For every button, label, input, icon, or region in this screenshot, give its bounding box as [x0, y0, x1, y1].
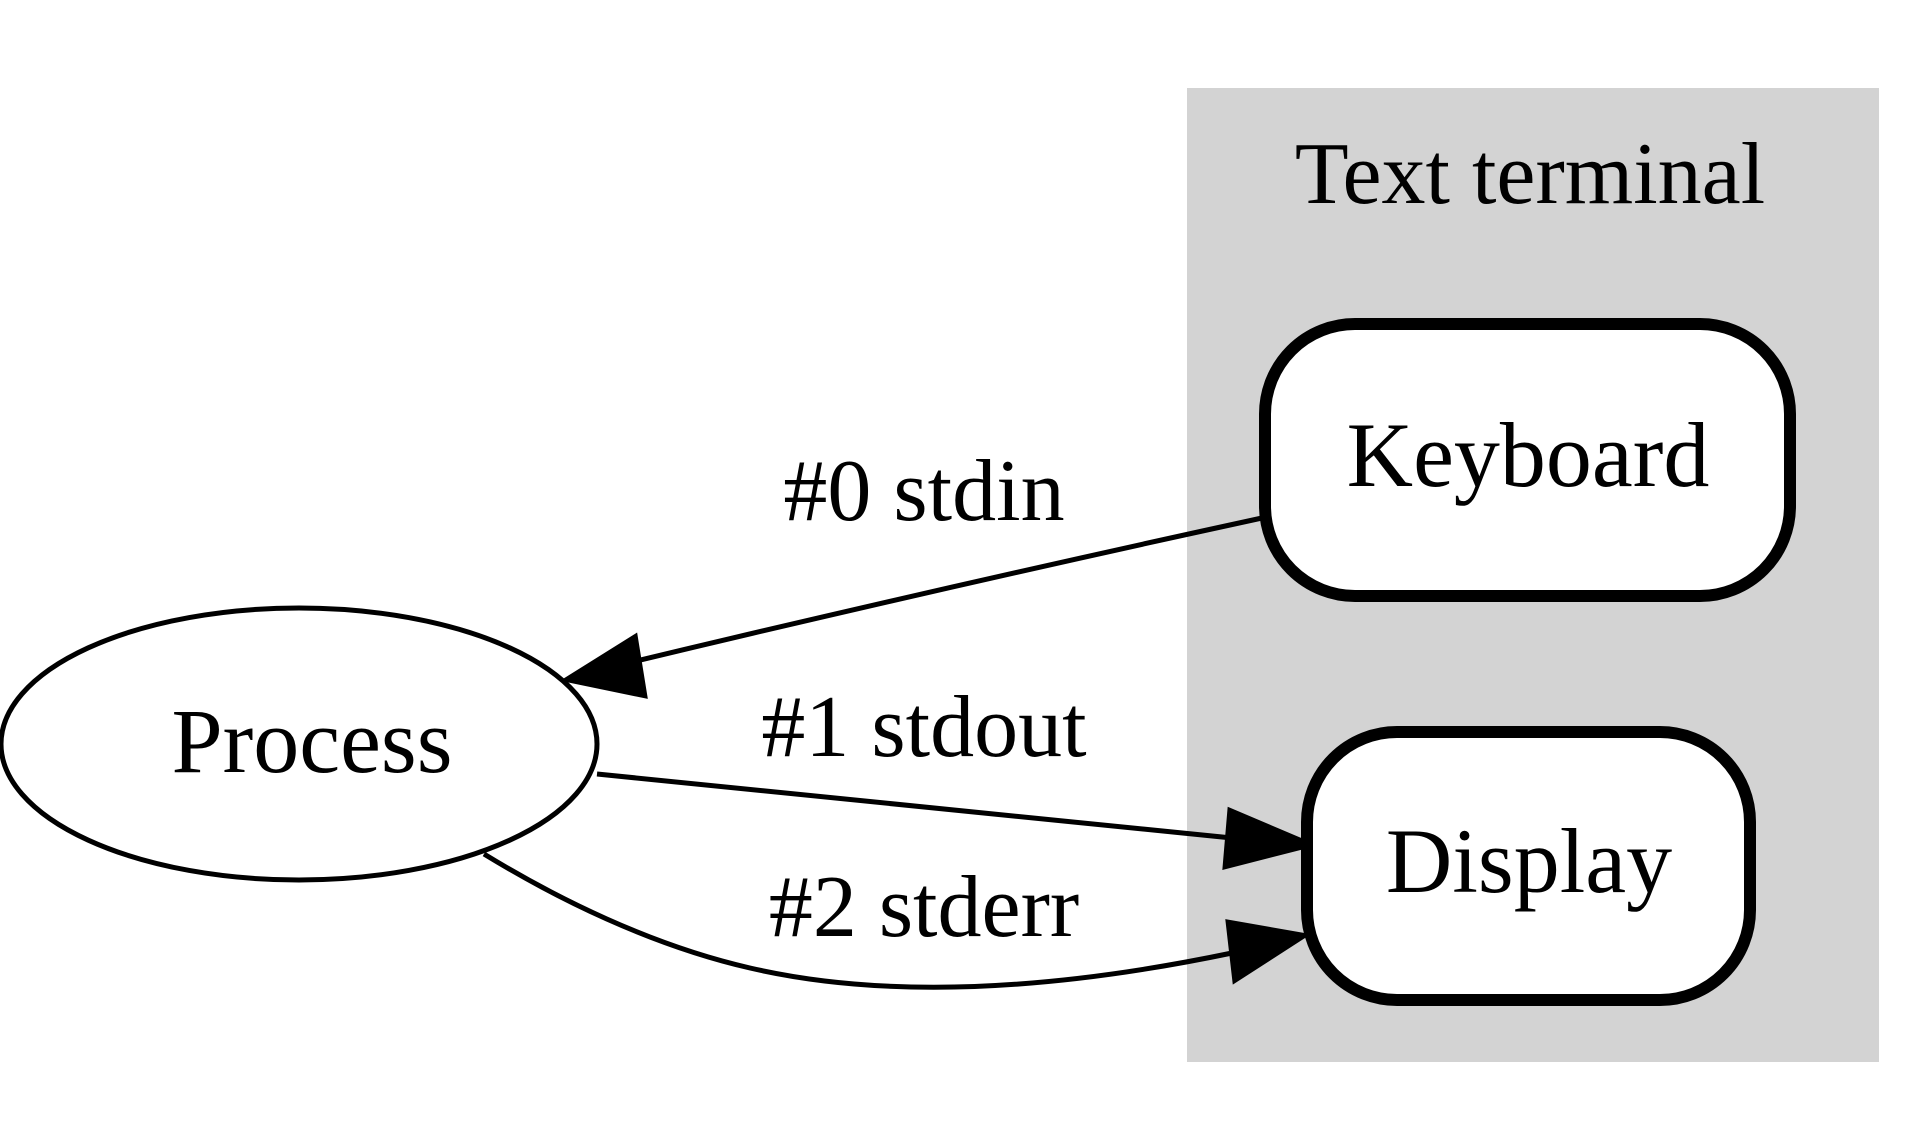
edge-stderr-line [482, 851, 1233, 990]
edge-stdout: #1 stdout [596, 679, 1319, 870]
edge-stdout-label: #1 stdout [761, 679, 1086, 776]
node-keyboard-shape [1259, 318, 1796, 602]
edge-stdout-line [596, 771, 1233, 841]
cluster-title: Text terminal [1295, 126, 1765, 223]
node-keyboard[interactable]: Keyboard [1259, 318, 1796, 602]
node-process-shape [0, 605, 600, 883]
edge-stderr-arrowhead [1225, 919, 1312, 985]
node-display[interactable]: Display [1301, 726, 1756, 1006]
node-process-label: Process [171, 690, 452, 792]
edge-stdin-arrowhead [560, 632, 648, 699]
edge-stdout-arrowhead [1222, 806, 1319, 870]
node-keyboard-label: Keyboard [1347, 404, 1710, 506]
node-process[interactable]: Process [0, 605, 600, 883]
edge-stderr-label: #2 stderr [769, 859, 1079, 956]
edge-stdin-label: #0 stdin [783, 443, 1064, 540]
edge-stdin-line [631, 515, 1263, 665]
edge-stderr: #2 stderr [482, 851, 1312, 990]
node-display-shape [1301, 726, 1756, 1006]
node-display-label: Display [1386, 810, 1672, 912]
edge-stdin: #0 stdin [560, 443, 1263, 699]
